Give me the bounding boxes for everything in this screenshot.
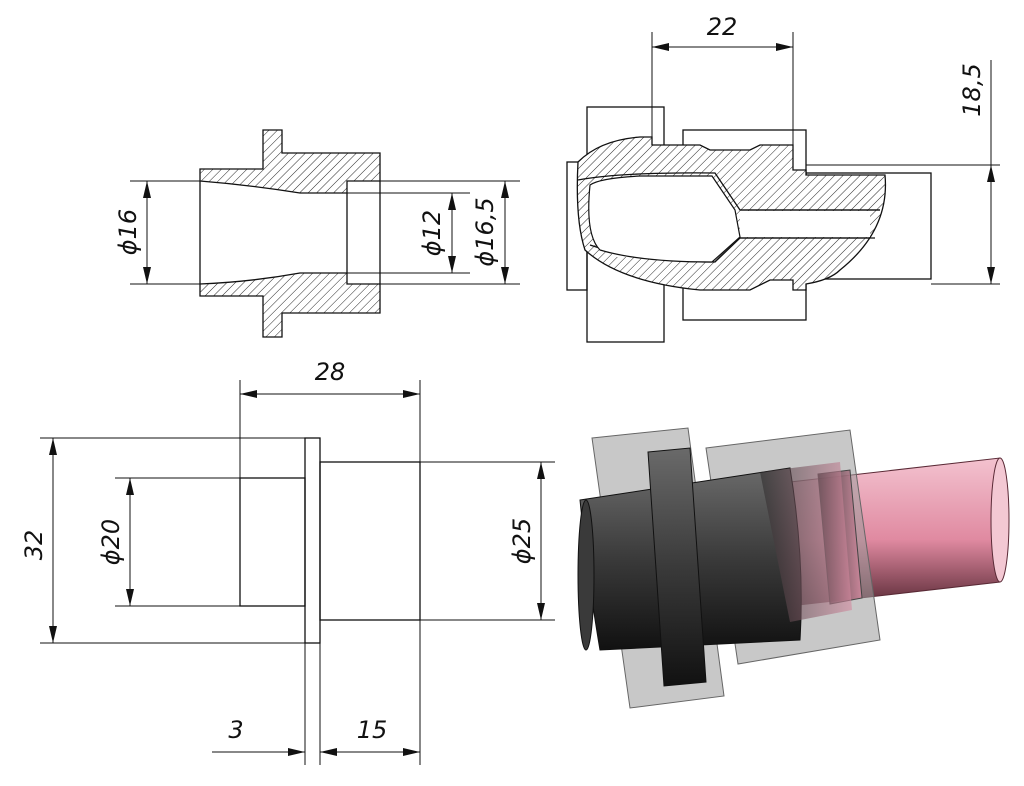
- dimension-h18-5: 18,5: [806, 60, 1000, 285]
- dim-label-d12: ϕ12: [418, 210, 446, 256]
- dim-label-w28: 28: [315, 358, 346, 386]
- section-view-assembly: [566, 106, 932, 343]
- dim-label-d16: ϕ16: [114, 209, 142, 255]
- dim-label-w22: 22: [707, 13, 738, 41]
- dimension-w28: 28: [240, 358, 420, 398]
- dimension-d20: ϕ20: [97, 478, 134, 606]
- dimension-d12: ϕ12: [418, 193, 456, 273]
- dim-label-d20: ϕ20: [97, 519, 125, 565]
- rendered-3d-assembly: [577, 427, 1010, 709]
- dimension-d16: ϕ16: [114, 181, 151, 284]
- dimension-d25: ϕ25: [508, 462, 545, 620]
- section-view-fitting: [130, 129, 520, 338]
- dim-label-h32: 32: [20, 530, 48, 561]
- dim-label-d16-5: ϕ16,5: [471, 197, 499, 266]
- dimension-w3: 3: [212, 716, 305, 756]
- dimension-d16-5: ϕ16,5: [471, 181, 509, 284]
- dimension-w22: 22: [651, 13, 794, 145]
- outline-view-nut: [40, 380, 555, 765]
- dimension-w15: 15: [320, 716, 420, 756]
- dim-label-w15: 15: [357, 716, 388, 744]
- dim-label-w3: 3: [228, 716, 243, 744]
- dimension-h32: 32: [20, 438, 57, 643]
- dim-label-h18-5: 18,5: [958, 63, 986, 116]
- dim-label-d25: ϕ25: [508, 518, 536, 564]
